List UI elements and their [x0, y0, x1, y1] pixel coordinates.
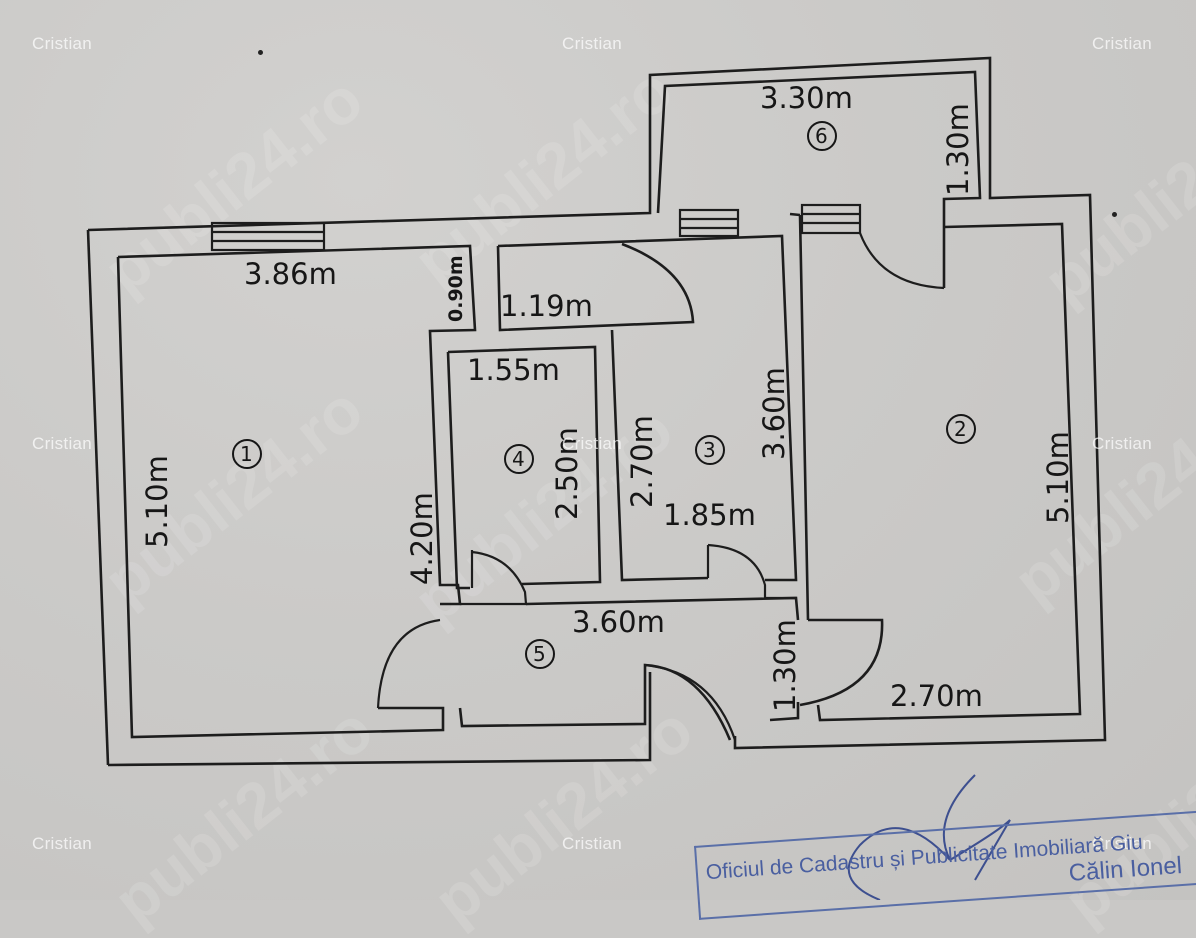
room-2-wall — [798, 214, 1082, 722]
room-4-wall — [446, 345, 602, 590]
svg-text:1: 1 — [240, 442, 253, 466]
paper-speck — [1112, 212, 1117, 217]
window — [210, 221, 326, 252]
window — [678, 208, 740, 238]
room-number-3: 3 — [695, 435, 725, 465]
svg-text:2: 2 — [954, 417, 967, 441]
dimension-label: 3.60m — [572, 605, 665, 639]
room-number-5: 5 — [525, 639, 555, 669]
dimension-label: 1.30m — [768, 619, 802, 712]
dimension-label: 2.50m — [550, 427, 584, 520]
owner-watermark: Cristian — [1092, 434, 1153, 453]
room-1-wall — [117, 244, 477, 606]
dimension-label: 1.30m — [941, 103, 975, 196]
owner-watermark: Cristian — [32, 834, 93, 853]
svg-text:3: 3 — [703, 438, 716, 462]
floor-plan-drawing: 3.86m 0.90m 1.19m 1.55m 5.10m 4.20m 2.50… — [86, 56, 1107, 900]
room-number-2: 2 — [946, 414, 976, 444]
owner-watermark: Cristian — [1092, 34, 1153, 53]
room-number-6: 6 — [807, 121, 837, 151]
dimension-label: 0.90m — [445, 255, 467, 322]
dimension-label: 3.30m — [760, 81, 853, 115]
owner-watermark: Cristian — [32, 34, 93, 53]
window — [800, 203, 862, 235]
room-5-wall — [458, 596, 800, 741]
dimension-label: 3.86m — [244, 257, 337, 291]
svg-text:4: 4 — [512, 447, 525, 471]
paper-speck — [258, 50, 263, 55]
room-6-wall — [656, 70, 982, 288]
door-swing-room-4 — [460, 550, 528, 606]
room-number-4: 4 — [504, 444, 534, 474]
dimension-label: 5.10m — [1041, 431, 1075, 524]
dimension-label: 1.85m — [663, 498, 756, 532]
door-swing-room-3 — [706, 543, 796, 600]
dimension-label: 1.55m — [467, 353, 560, 387]
svg-text:6: 6 — [815, 124, 828, 148]
room-3-wall — [497, 234, 798, 582]
owner-watermark: Cristian — [562, 434, 623, 453]
door-swing-room-1 — [376, 618, 441, 709]
dimension-label: 5.10m — [140, 455, 174, 548]
room-number-1: 1 — [232, 439, 262, 469]
owner-watermark: Cristian — [32, 434, 93, 453]
dimension-label: 1.19m — [500, 289, 593, 323]
dimension-label: 2.70m — [890, 679, 983, 713]
owner-watermark: Cristian — [1092, 834, 1153, 853]
outer-wall — [87, 56, 1107, 750]
dimension-label: 2.70m — [625, 415, 659, 508]
svg-text:5: 5 — [533, 642, 546, 666]
door-swing-balcony — [858, 232, 945, 290]
owner-watermark: Cristian — [562, 834, 623, 853]
owner-watermark: Cristian — [562, 34, 623, 53]
dimension-label: 3.60m — [757, 367, 791, 460]
dimension-label: 4.20m — [405, 492, 439, 585]
door-swing-entrance — [644, 663, 737, 741]
outer-wall-bottom — [107, 672, 652, 767]
signature — [847, 774, 1011, 900]
